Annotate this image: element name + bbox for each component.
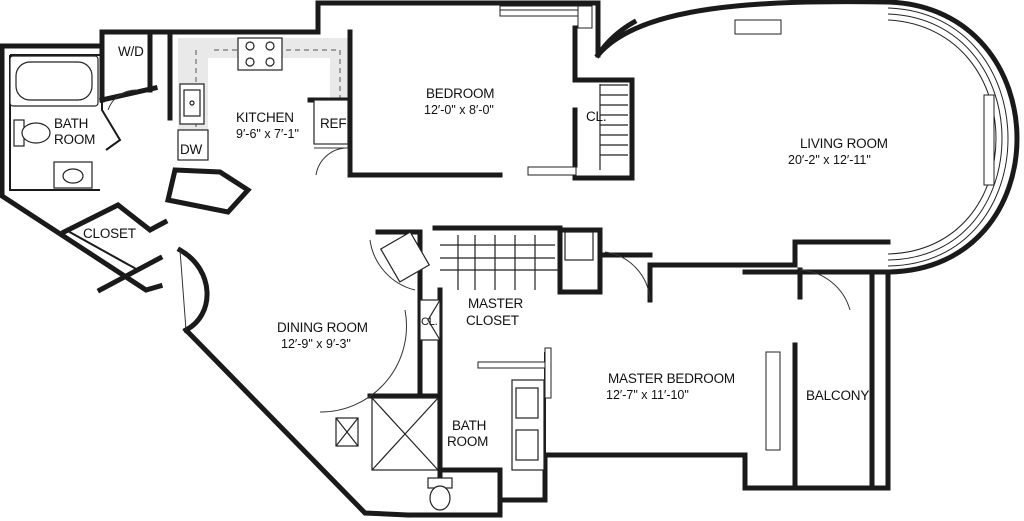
shower-icon — [371, 397, 439, 471]
bedroom-closet-label: CL. — [586, 109, 606, 124]
kitchen-dims: 9′-6" x 7′-1" — [236, 127, 299, 141]
bath1-label-line2: ROOM — [54, 132, 95, 147]
master-closet-label-line2: CLOSET — [466, 313, 519, 328]
toilet-icon — [13, 119, 51, 147]
dining-room-dims: 12′-9" x 9′-3" — [281, 337, 351, 351]
dining-room-label: DINING ROOM — [277, 320, 368, 335]
sliding-door — [477, 347, 552, 399]
bath2-label-line2: ROOM — [447, 434, 488, 449]
refrigerator — [313, 99, 349, 176]
dw-label: DW — [180, 142, 203, 157]
master-bedroom-dims: 12′-7" x 11′-10" — [606, 388, 689, 402]
kitchen-label: KITCHEN — [236, 110, 294, 125]
master-bath-vanity — [511, 379, 545, 471]
dining-closet — [419, 299, 441, 341]
ref-label: REF — [320, 116, 346, 131]
kitchen-sink-icon — [179, 83, 205, 125]
living-room-window — [734, 7, 1009, 267]
doors — [107, 89, 851, 451]
master-toilet-icon — [427, 477, 453, 511]
stove-icon — [237, 37, 283, 71]
master-bedroom-label: MASTER BEDROOM — [608, 371, 735, 386]
bedroom-label: BEDROOM — [426, 86, 494, 101]
living-room-dims: 20′-2" x 12′-11" — [788, 153, 871, 167]
bedroom-window — [499, 5, 593, 29]
bedroom-closet-shelves — [527, 84, 628, 176]
sink-icon — [53, 161, 93, 189]
balcony-label: BALCONY — [806, 388, 869, 403]
bedroom-dims: 12′-0" x 8′-0" — [424, 103, 494, 117]
wd-label: W/D — [118, 44, 144, 59]
dining-closet-label: CL. — [421, 316, 438, 328]
bath2-label-line1: BATH — [452, 418, 486, 433]
linen-shelf — [335, 417, 359, 447]
bath1-label-line1: BATH — [54, 116, 88, 131]
bathtub — [9, 55, 99, 107]
interior-walls — [9, 18, 891, 503]
dishwasher — [177, 129, 209, 161]
living-room-label: LIVING ROOM — [800, 136, 888, 151]
master-closet-label-line1: MASTER — [468, 296, 524, 311]
pantry — [379, 231, 431, 283]
master-closet-shelves — [440, 231, 594, 290]
closet-label: CLOSET — [83, 226, 136, 241]
